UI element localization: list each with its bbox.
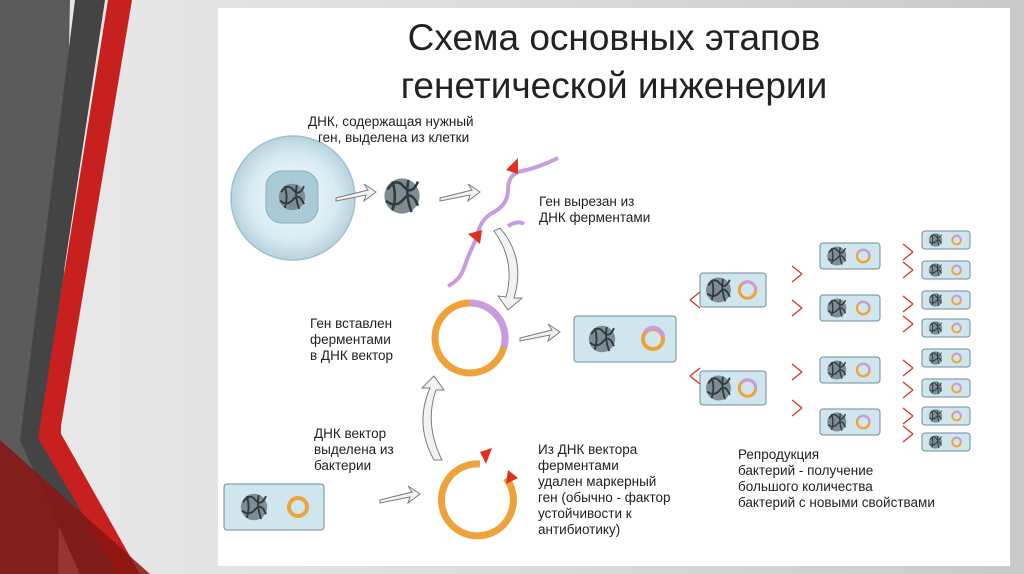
label-vector-isolated-line2: выделена из bbox=[314, 442, 394, 457]
genetic-engineering-diagram bbox=[223, 135, 971, 540]
label-marker-removed: Из ДНК вектора ферментами удален маркерн… bbox=[538, 442, 671, 538]
division-marker-a2 bbox=[689, 367, 701, 385]
generation-4 bbox=[921, 230, 971, 452]
label-dna-isolated-line2: ген, выделена из клетки bbox=[318, 130, 470, 145]
source-cell bbox=[230, 135, 356, 261]
decorative-stripes bbox=[0, 0, 150, 574]
label-gene-inserted-line1: Ген вставлен bbox=[310, 316, 393, 331]
slide: Схема основных этапов генетической инжен… bbox=[218, 8, 1010, 566]
label-marker-removed-line1: Из ДНК вектора bbox=[538, 442, 638, 457]
label-reproduction-line1: Репродукция bbox=[738, 447, 820, 462]
bacterium-gen3-2 bbox=[819, 294, 881, 322]
division-marker-c5 bbox=[902, 359, 914, 377]
label-dna-isolated-line1: ДНК, содержащая нужный bbox=[308, 114, 474, 129]
label-gene-inserted-line2: ферментами bbox=[310, 332, 391, 347]
label-gene-cut-line1: Ген вырезан из bbox=[539, 194, 635, 209]
label-gene-cut-line2: ДНК ферментами bbox=[539, 210, 651, 225]
label-marker-removed-line3: удален маркерный bbox=[538, 474, 657, 489]
arrow-dna-to-gene bbox=[439, 183, 481, 203]
division-marker-b2 bbox=[791, 299, 803, 317]
bacterium-gen4-8 bbox=[921, 432, 971, 452]
division-marker-c2 bbox=[902, 261, 914, 279]
division-markers bbox=[689, 243, 914, 443]
bacterium-gen3-3 bbox=[819, 356, 881, 384]
division-marker-c8 bbox=[902, 425, 914, 443]
isolated-dna-icon bbox=[383, 177, 421, 215]
title-line-1: Схема основных этапов bbox=[407, 17, 821, 58]
bacterium-gen2-2 bbox=[699, 370, 767, 406]
label-reproduction-line4: бактерий с новыми свойствами bbox=[738, 495, 935, 510]
bacterium-gen4-6 bbox=[921, 378, 971, 398]
label-dna-isolated: ДНК, содержащая нужный ген, выделена из … bbox=[308, 114, 474, 146]
label-vector-isolated-line3: бактерии bbox=[314, 458, 372, 473]
arrow-vector-to-insert bbox=[420, 375, 445, 461]
label-reproduction-line3: большого количества bbox=[738, 479, 873, 494]
generation-3 bbox=[819, 242, 881, 436]
label-marker-removed-line6: антибиотику) bbox=[538, 522, 621, 537]
label-vector-isolated: ДНК вектор выделена из бактерии bbox=[314, 426, 394, 474]
label-marker-removed-line2: ферментами bbox=[538, 458, 619, 473]
bacterium-gen3-4 bbox=[819, 408, 881, 436]
bacterium-gen4-1 bbox=[921, 230, 971, 250]
division-marker-a1 bbox=[689, 291, 701, 309]
arrow-cell-to-dna bbox=[335, 183, 377, 203]
bacterium-gen4-4 bbox=[921, 318, 971, 338]
arrow-gene-to-insert bbox=[493, 227, 524, 311]
bacterium-gen4-2 bbox=[921, 260, 971, 280]
label-reproduction: Репродукция бактерий - получение большог… bbox=[738, 447, 935, 511]
recombinant-bacterium bbox=[573, 315, 677, 363]
slide-title: Схема основных этапов генетической инжен… bbox=[218, 14, 1010, 110]
division-marker-c7 bbox=[902, 407, 914, 425]
division-marker-b4 bbox=[791, 399, 803, 417]
bacterium-gen4-5 bbox=[921, 348, 971, 368]
arrow-plasmid-to-bacterium bbox=[519, 323, 561, 343]
division-marker-c1 bbox=[902, 243, 914, 261]
label-reproduction-line2: бактерий - получение bbox=[738, 463, 874, 478]
division-marker-c6 bbox=[902, 381, 914, 399]
cut-gene bbox=[447, 156, 559, 288]
title-line-2: генетической инженерии bbox=[400, 65, 828, 106]
bacterium-gen4-7 bbox=[921, 406, 971, 426]
bacterium-gen2-1 bbox=[699, 272, 767, 308]
label-gene-inserted-line3: в ДНК вектор bbox=[310, 348, 394, 363]
generation-2 bbox=[699, 272, 767, 406]
division-marker-c4 bbox=[902, 315, 914, 333]
bacterium-gen3-1 bbox=[819, 242, 881, 270]
recombinant-plasmid bbox=[431, 299, 509, 377]
vector-bacterium bbox=[223, 483, 325, 531]
label-marker-removed-line4: ген (обычно - фактор bbox=[538, 490, 671, 505]
division-marker-b3 bbox=[791, 363, 803, 381]
label-vector-isolated-line1: ДНК вектор bbox=[314, 426, 387, 441]
label-gene-inserted: Ген вставлен ферментами в ДНК вектор bbox=[310, 316, 393, 364]
opened-plasmid bbox=[437, 448, 518, 540]
bacterium-gen4-3 bbox=[921, 290, 971, 310]
division-marker-b1 bbox=[791, 265, 803, 283]
label-gene-cut: Ген вырезан из ДНК ферментами bbox=[539, 194, 650, 226]
label-marker-removed-line5: устойчивости к bbox=[538, 506, 632, 521]
division-marker-c3 bbox=[902, 295, 914, 313]
arrow-bacterium-to-vector bbox=[379, 485, 421, 505]
